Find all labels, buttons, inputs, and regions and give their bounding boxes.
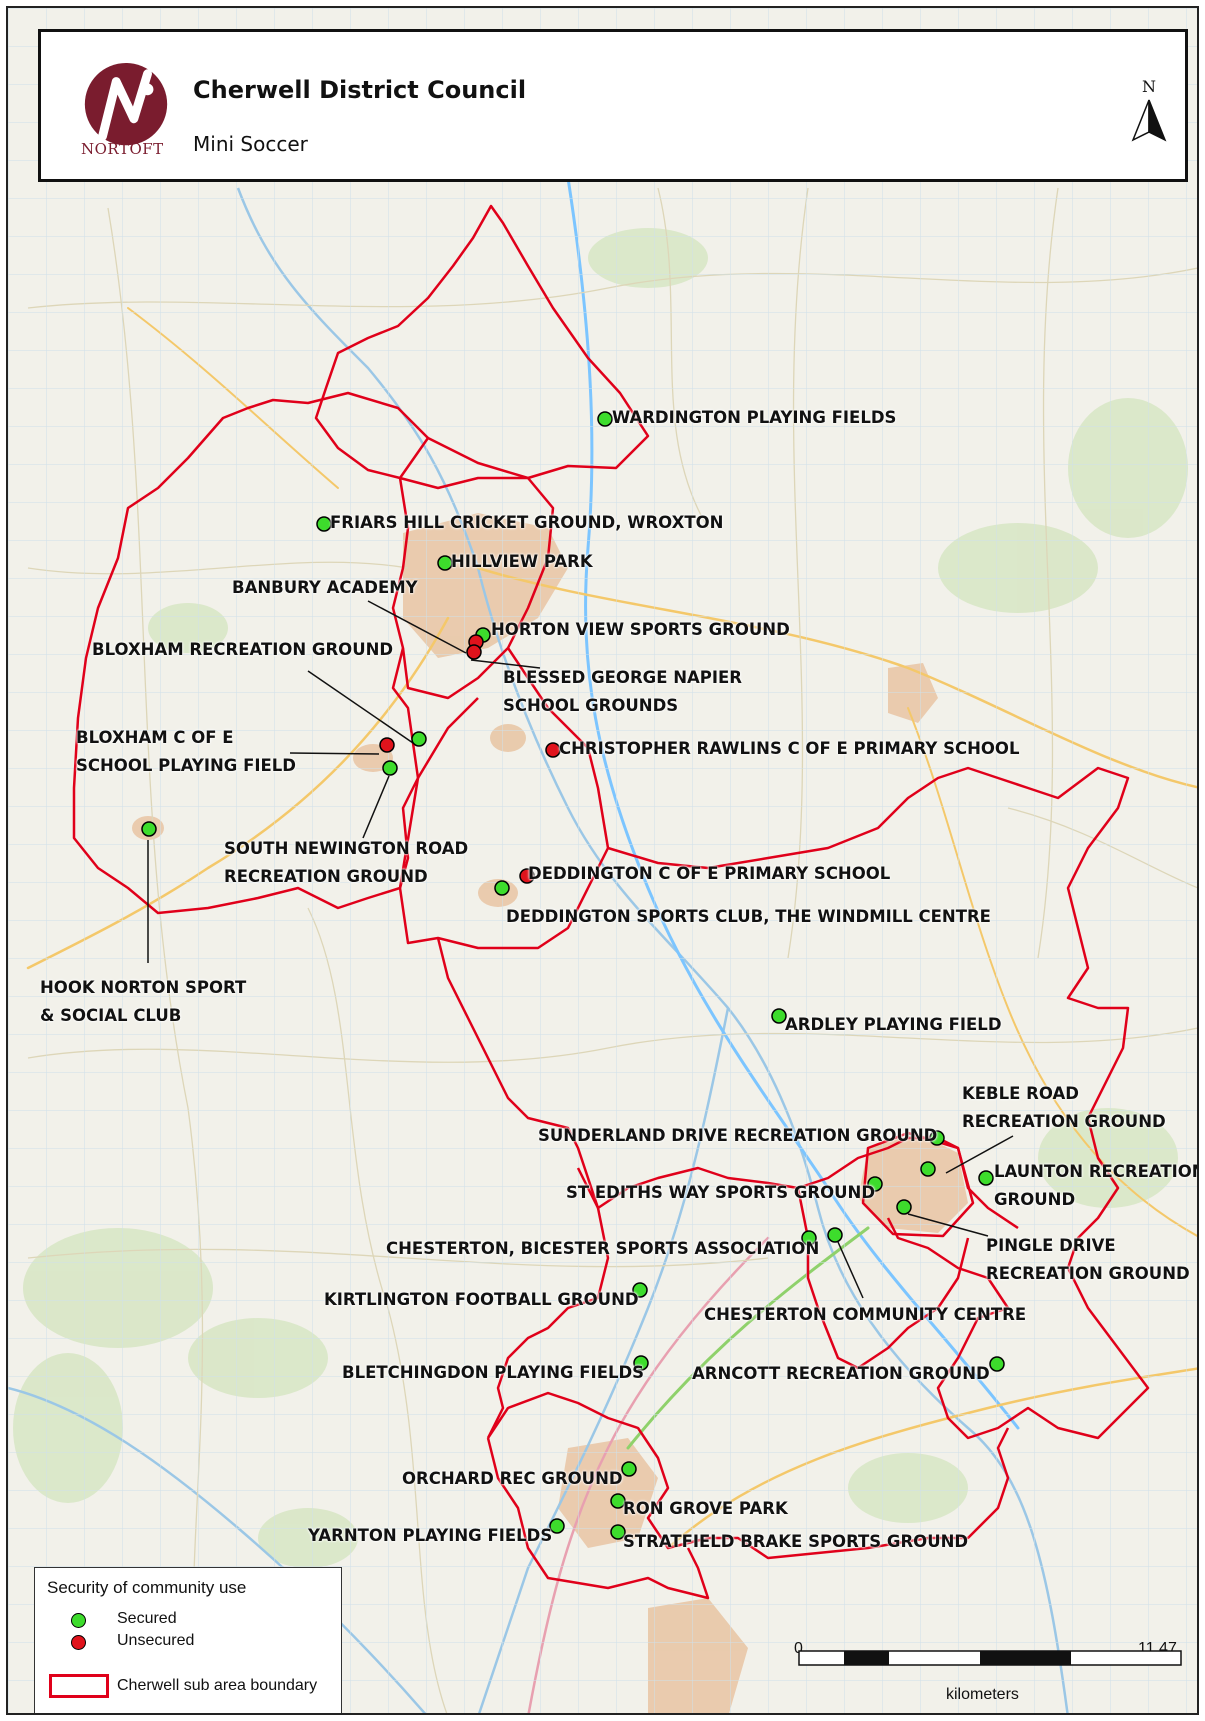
label-wardington-playing-fields: WARDINGTON PLAYING FIELDS: [612, 408, 897, 427]
label-christopher-rawlins: CHRISTOPHER RAWLINS C OF E PRIMARY SCHOO…: [559, 739, 1020, 758]
label-st-ediths-way: ST EDITHS WAY SPORTS GROUND: [566, 1183, 876, 1202]
map-legend: Security of community use Secured Unsecu…: [34, 1567, 342, 1713]
label-launton-recreation-ground: LAUNTON RECREATION GROUND: [994, 1158, 1199, 1214]
label-leader-lines: [147, 600, 1014, 1299]
legend-secured-marker: [71, 1613, 86, 1628]
label-chesterton-bicester-sports: CHESTERTON, BICESTER SPORTS ASSOCIATION: [386, 1239, 820, 1258]
site-markers: [141, 411, 1005, 1540]
boundary-east: [607, 766, 1150, 1440]
label-ron-grove-park: RON GROVE PARK: [623, 1499, 788, 1518]
label-blessed-george-napier: BLESSED GEORGE NAPIER SCHOOL GROUNDS: [503, 664, 742, 720]
marker-ardley-playing-field[interactable]: [771, 1008, 787, 1024]
label-line: GROUND: [994, 1190, 1076, 1209]
marker-keble-road[interactable]: [920, 1161, 936, 1177]
title-panel: NORTOFT Cherwell District Council Mini S…: [38, 29, 1188, 182]
marker-deddington-sports-club[interactable]: [494, 880, 510, 896]
legend-secured-label: Secured: [117, 1610, 177, 1627]
boundary-chesterton: [796, 1187, 970, 1370]
label-line: HOOK NORTON SPORT: [40, 978, 247, 997]
marker-bloxham-c-of-e-school[interactable]: [379, 737, 395, 753]
marker-bletchingdon-playing-fields[interactable]: [633, 1355, 649, 1371]
marker-arncott-recreation-ground[interactable]: [989, 1356, 1005, 1372]
boundary-oxford-edge: [486, 1437, 710, 1600]
marker-sunderland-drive[interactable]: [929, 1130, 945, 1146]
nortoft-logo: [84, 62, 168, 146]
label-ardley-playing-field: ARDLEY PLAYING FIELD: [785, 1015, 1002, 1034]
scale-unit-label: kilometers: [946, 1686, 1019, 1703]
marker-yarnton-playing-fields[interactable]: [549, 1518, 565, 1534]
label-orchard-rec-ground: ORCHARD REC GROUND: [402, 1469, 623, 1488]
marker-pingle-drive[interactable]: [896, 1199, 912, 1215]
label-line: SCHOOL PLAYING FIELD: [76, 756, 296, 775]
legend-unsecured-marker: [71, 1635, 86, 1650]
logo-wordmark: NORTOFT: [81, 140, 164, 158]
legend-boundary-swatch: [49, 1674, 109, 1698]
label-south-newington-road: SOUTH NEWINGTON ROAD RECREATION GROUND: [224, 835, 468, 891]
organisation-title: Cherwell District Council: [193, 76, 527, 104]
scale-start-label: 0: [794, 1640, 803, 1657]
label-bloxham-c-of-e-school: BLOXHAM C OF E SCHOOL PLAYING FIELD: [76, 724, 296, 780]
label-line: RECREATION GROUND: [962, 1112, 1166, 1131]
map-title: Mini Soccer: [193, 132, 308, 156]
label-friars-hill-cricket-ground: FRIARS HILL CRICKET GROUND, WROXTON: [330, 513, 724, 532]
north-arrow-icon: N: [1131, 77, 1167, 142]
marker-friars-hill-cricket-ground[interactable]: [316, 516, 332, 532]
label-banbury-academy: BANBURY ACADEMY: [232, 578, 418, 597]
label-kirtlington-football-ground: KIRTLINGTON FOOTBALL GROUND: [324, 1290, 639, 1309]
marker-hook-norton[interactable]: [141, 821, 157, 837]
label-line: KEBLE ROAD: [962, 1084, 1079, 1103]
label-horton-view-sports-ground: HORTON VIEW SPORTS GROUND: [491, 620, 790, 639]
legend-title: Security of community use: [47, 1578, 247, 1597]
marker-kirtlington-football-ground[interactable]: [632, 1282, 648, 1298]
boundary-middle: [398, 647, 610, 950]
marker-deddington-c-of-e[interactable]: [519, 868, 535, 884]
marker-blessed-george-napier[interactable]: [466, 644, 482, 660]
label-line: BLOXHAM C OF E: [76, 728, 234, 747]
north-label: N: [1142, 77, 1156, 96]
label-line: RECREATION GROUND: [224, 867, 428, 886]
label-line: LAUNTON RECREATION: [994, 1162, 1199, 1181]
label-deddington-sports-club: DEDDINGTON SPORTS CLUB, THE WINDMILL CEN…: [506, 907, 991, 926]
marker-orchard-rec-ground[interactable]: [621, 1461, 637, 1477]
label-bletchingdon-playing-fields: BLETCHINGDON PLAYING FIELDS: [342, 1363, 645, 1382]
label-yarnton-playing-fields: YARNTON PLAYING FIELDS: [308, 1526, 553, 1545]
label-line: SOUTH NEWINGTON ROAD: [224, 839, 469, 858]
marker-ron-grove-park[interactable]: [610, 1493, 626, 1509]
marker-chesterton-bicester-sports[interactable]: [801, 1230, 817, 1246]
label-bloxham-recreation-ground: BLOXHAM RECREATION GROUND: [92, 640, 394, 659]
boundary-north-banbury: [314, 204, 650, 480]
legend-unsecured-label: Unsecured: [117, 1632, 195, 1649]
label-hillview-park: HILLVIEW PARK: [451, 552, 593, 571]
label-arncott-recreation-ground: ARNCOTT RECREATION GROUND: [692, 1364, 990, 1383]
label-line: & SOCIAL CLUB: [40, 1006, 182, 1025]
label-chesterton-community-centre: CHESTERTON COMMUNITY CENTRE: [704, 1305, 1027, 1324]
map-canvas: [8, 8, 1197, 1713]
label-stratfield-brake: STRATFIELD BRAKE SPORTS GROUND: [623, 1532, 969, 1551]
label-line: SCHOOL GROUNDS: [503, 696, 679, 715]
marker-chesterton-community-centre[interactable]: [827, 1227, 843, 1243]
marker-st-ediths-way[interactable]: [867, 1176, 883, 1192]
scale-bar: [798, 1650, 1182, 1666]
label-deddington-c-of-e: DEDDINGTON C OF E PRIMARY SCHOOL: [528, 864, 891, 883]
marker-bloxham-recreation-ground[interactable]: [411, 731, 427, 747]
marker-hillview-park[interactable]: [437, 555, 453, 571]
legend-boundary-label: Cherwell sub area boundary: [117, 1677, 318, 1694]
marker-stratfield-brake[interactable]: [610, 1524, 626, 1540]
label-hook-norton: HOOK NORTON SPORT & SOCIAL CLUB: [40, 974, 246, 1030]
map-frame: WARDINGTON PLAYING FIELDS FRIARS HILL CR…: [6, 6, 1199, 1715]
label-line: PINGLE DRIVE: [986, 1236, 1116, 1255]
boundary-bicester: [861, 1131, 975, 1238]
boundary-west: [72, 391, 429, 915]
boundary-kidlington: [486, 1391, 1010, 1560]
label-pingle-drive: PINGLE DRIVE RECREATION GROUND: [986, 1232, 1190, 1288]
marker-launton-recreation-ground[interactable]: [978, 1170, 994, 1186]
label-line: RECREATION GROUND: [986, 1264, 1190, 1283]
boundary-south-central: [486, 1167, 610, 1439]
marker-south-newington-road[interactable]: [382, 760, 398, 776]
label-keble-road: KEBLE ROAD RECREATION GROUND: [962, 1080, 1166, 1136]
marker-christopher-rawlins[interactable]: [545, 742, 561, 758]
label-line: BLESSED GEORGE NAPIER: [503, 668, 742, 687]
marker-wardington-playing-fields[interactable]: [597, 411, 613, 427]
label-sunderland-drive: SUNDERLAND DRIVE RECREATION GROUND: [538, 1126, 938, 1145]
